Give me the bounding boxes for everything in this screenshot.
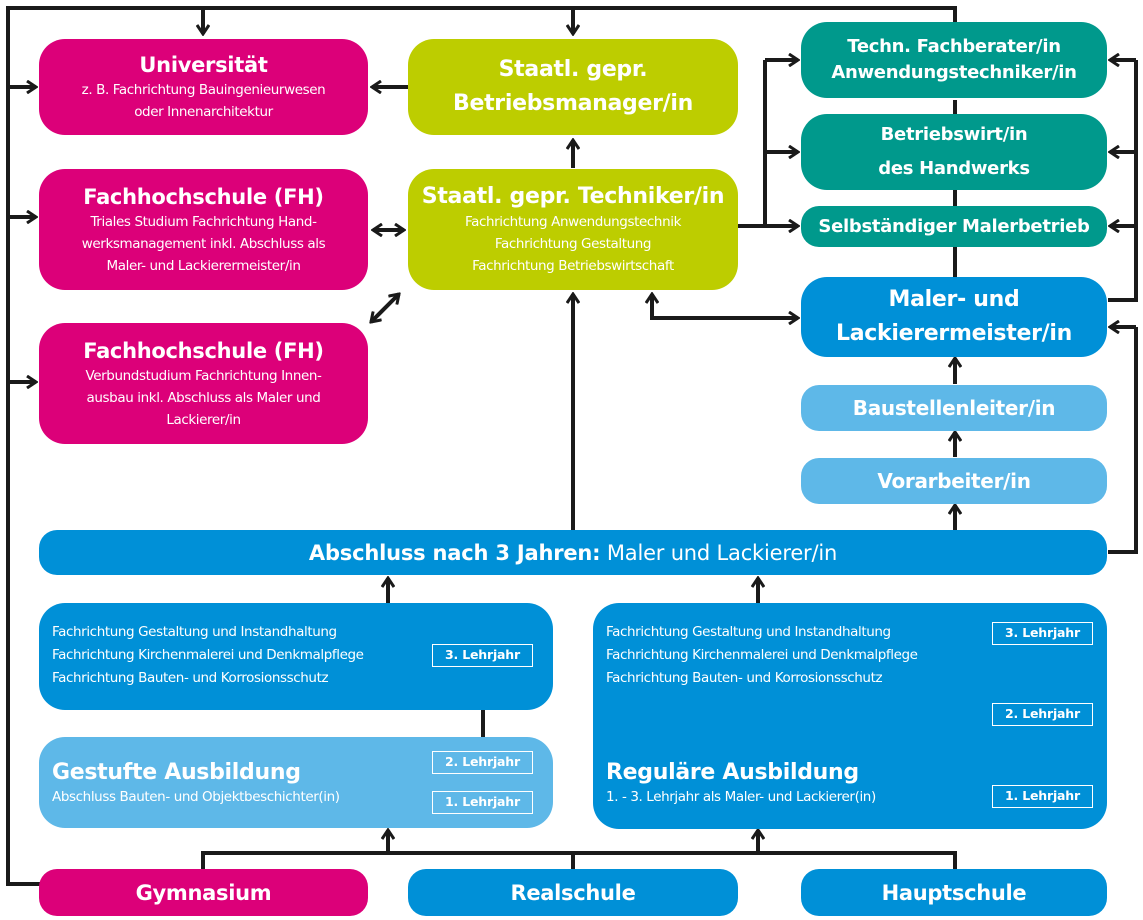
left-3-lehrjahr-badge: 3. Lehrjahr bbox=[432, 644, 533, 667]
betriebswirt-box[interactable]: Betriebswirt/in des Handwerks bbox=[801, 114, 1107, 190]
regulaere-heading: Reguläre Ausbildung 1. - 3. Lehrjahr als… bbox=[606, 759, 876, 807]
betriebswirt-line-2: des Handwerks bbox=[878, 158, 1030, 179]
betriebswirt-line-1: Betriebswirt/in bbox=[880, 124, 1028, 145]
baustellenleiter-label: Baustellenleiter/in bbox=[852, 396, 1056, 420]
regulaere-fachrichtungen: Fachrichtung Gestaltung und Instandhaltu… bbox=[606, 621, 918, 690]
school-bus-left bbox=[201, 851, 575, 870]
fachberater-box[interactable]: Techn. Fachberater/in Anwendungstechnike… bbox=[801, 22, 1107, 98]
fachberater-line-2: Anwendungstechniker/in bbox=[831, 62, 1077, 83]
meister-box[interactable]: Maler- und Lackierermeister/in bbox=[801, 277, 1107, 357]
fh-triales-line-2: werksmanagement inkl. Abschluss als bbox=[81, 235, 326, 252]
hauptschule-box[interactable]: Hauptschule bbox=[801, 869, 1107, 916]
gestufte-heading: Gestufte Ausbildung Abschluss Bauten- un… bbox=[52, 759, 340, 807]
hauptschule-label: Hauptschule bbox=[881, 880, 1027, 905]
stufe3-left-fachrichtungen: Fachrichtung Gestaltung und Instandhaltu… bbox=[52, 621, 364, 690]
universitaet-line-2: oder Innenarchitektur bbox=[134, 104, 273, 120]
gestufte-box[interactable] bbox=[39, 737, 553, 828]
selbststaendig-box[interactable]: Selbständiger Malerbetrieb bbox=[801, 206, 1107, 247]
fachrichtung-item: Fachrichtung Gestaltung und Instandhaltu… bbox=[606, 624, 891, 640]
abschluss-bold: Abschluss nach 3 Jahren: bbox=[308, 540, 601, 565]
techniker-title: Staatl. gepr. Techniker/in bbox=[421, 183, 725, 209]
fachberater-line-1: Techn. Fachberater/in bbox=[847, 36, 1061, 57]
abschluss-bar[interactable]: Abschluss nach 3 Jahren: Maler und Lacki… bbox=[39, 530, 1107, 575]
school-bus-right bbox=[573, 851, 957, 870]
fh-triales-box[interactable]: Fachhochschule (FH) Triales Studium Fach… bbox=[39, 169, 368, 290]
fh-triales-title: Fachhochschule (FH) bbox=[83, 184, 324, 209]
fh-verbund-box[interactable]: Fachhochschule (FH) Verbundstudium Fachr… bbox=[39, 323, 368, 444]
gestufte-subtitle: Abschluss Bauten- und Objektbeschichter(… bbox=[52, 789, 340, 805]
regulaere-subtitle: 1. - 3. Lehrjahr als Maler- und Lackiere… bbox=[606, 789, 876, 805]
fh-verbund-line-1: Verbundstudium Fachrichtung Innen- bbox=[85, 367, 322, 384]
techniker-line-2: Fachrichtung Gestaltung bbox=[494, 235, 652, 252]
fachrichtung-item: Fachrichtung Bauten- und Korrosionsschut… bbox=[606, 670, 883, 686]
universitaet-box[interactable]: Universität z. B. Fachrichtung Bauingeni… bbox=[39, 39, 368, 135]
universitaet-line-1: z. B. Fachrichtung Bauingenieurwesen bbox=[81, 82, 326, 98]
baustellenleiter-box[interactable]: Baustellenleiter/in bbox=[801, 385, 1107, 431]
fh-verbund-line-2: ausbau inkl. Abschluss als Maler und bbox=[86, 389, 321, 406]
betriebsmanager-line-1: Staatl. gepr. bbox=[498, 57, 648, 82]
meister-line-1: Maler- und bbox=[888, 287, 1020, 312]
betriebsmanager-box[interactable]: Staatl. gepr. Betriebsmanager/in bbox=[408, 39, 738, 135]
fachrichtung-item: Fachrichtung Kirchenmalerei und Denkmalp… bbox=[52, 647, 364, 663]
realschule-label: Realschule bbox=[510, 880, 636, 905]
fh-verbund-line-3: Lackierer/in bbox=[166, 411, 241, 428]
gymnasium-box[interactable]: Gymnasium bbox=[39, 869, 368, 916]
fachrichtung-item: Fachrichtung Bauten- und Korrosionsschut… bbox=[52, 670, 329, 686]
techniker-line-1: Fachrichtung Anwendungstechnik bbox=[464, 213, 681, 230]
vorarbeiter-box[interactable]: Vorarbeiter/in bbox=[801, 458, 1107, 504]
fachrichtung-item: Fachrichtung Gestaltung und Instandhaltu… bbox=[52, 624, 337, 640]
fh-triales-line-1: Triales Studium Fachrichtung Hand- bbox=[90, 213, 317, 230]
betriebsmanager-line-2: Betriebsmanager/in bbox=[453, 91, 693, 116]
fh-triales-line-3: Maler- und Lackierermeister/in bbox=[106, 257, 301, 274]
techniker-box[interactable]: Staatl. gepr. Techniker/in Fachrichtung … bbox=[408, 169, 738, 290]
gestufte-1-lehrjahr-badge: 1. Lehrjahr bbox=[432, 791, 533, 814]
selbststaendig-label: Selbständiger Malerbetrieb bbox=[818, 215, 1090, 237]
diagonal-double-arrow bbox=[371, 294, 399, 322]
regulaere-box[interactable] bbox=[593, 603, 1107, 829]
double-arrow-techniker-meister bbox=[652, 294, 798, 318]
regulaere-3-lehrjahr-badge: 3. Lehrjahr bbox=[992, 622, 1093, 645]
techniker-line-3: Fachrichtung Betriebswirtschaft bbox=[472, 257, 674, 274]
fachrichtung-item: Fachrichtung Kirchenmalerei und Denkmalp… bbox=[606, 647, 918, 663]
abschluss-normal: Maler und Lackierer/in bbox=[600, 540, 838, 565]
gestufte-title: Gestufte Ausbildung bbox=[52, 760, 301, 785]
branch-vertical-right-lower bbox=[1108, 327, 1138, 554]
abschluss-text: Abschluss nach 3 Jahren: Maler und Lacki… bbox=[309, 531, 837, 575]
fh-verbund-title: Fachhochschule (FH) bbox=[83, 338, 324, 363]
regulaere-2-lehrjahr-badge: 2. Lehrjahr bbox=[992, 703, 1093, 726]
frame-line-left bbox=[6, 6, 957, 886]
vorarbeiter-label: Vorarbeiter/in bbox=[877, 469, 1031, 493]
gymnasium-label: Gymnasium bbox=[135, 880, 272, 905]
gestufte-2-lehrjahr-badge: 2. Lehrjahr bbox=[432, 751, 533, 774]
realschule-box[interactable]: Realschule bbox=[408, 869, 738, 916]
universitaet-title: Universität bbox=[139, 53, 268, 77]
regulaere-1-lehrjahr-badge: 1. Lehrjahr bbox=[992, 785, 1093, 808]
meister-line-2: Lackierermeister/in bbox=[836, 321, 1072, 346]
branch-vertical-right-upper bbox=[1108, 60, 1138, 302]
stufe3-left-box[interactable] bbox=[39, 603, 553, 710]
regulaere-title: Reguläre Ausbildung bbox=[606, 760, 859, 785]
